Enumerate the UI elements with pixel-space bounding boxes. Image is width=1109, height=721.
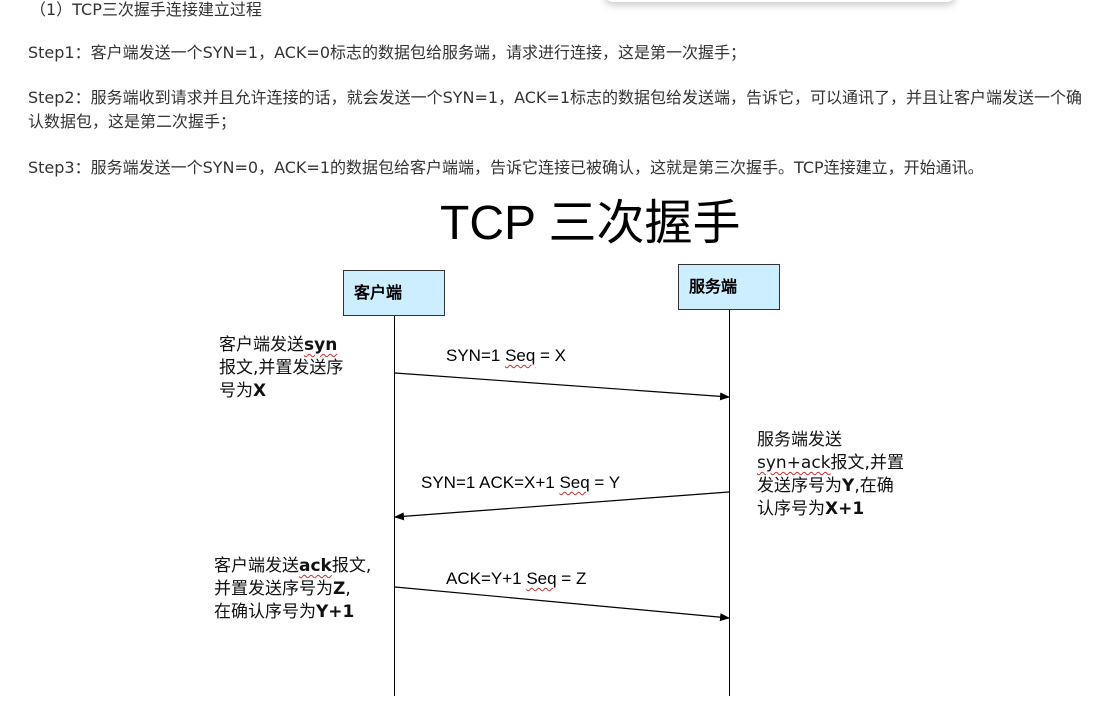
client-syn-note: 客户端发送syn 报文,并置发送序 号为X [219,335,344,401]
step2-paragraph: Step2：服务端收到请求并且允许连接的话，就会发送一个SYN=1，ACK=1标… [28,88,1083,131]
server-syn-ack-note: 服务端发送 syn+ack报文,并置 发送序号为Y,在确 认序号为X+1 [757,430,904,519]
tcp-handshake-diagram: TCP 三次握手 客户端 服务端 客户端发送syn 报文,并置发送序 号为X 服… [0,190,1109,721]
message-arrows [394,372,730,622]
client-lifeline [394,316,395,696]
step3-paragraph: Step3：服务端发送一个SYN=0，ACK=1的数据包给客户端端，告诉它连接已… [28,158,984,177]
step1-paragraph: Step1：客户端发送一个SYN=1，ACK=0标志的数据包给服务端，请求进行连… [28,43,747,62]
arrow-syn [394,372,730,401]
server-node: 服务端 [678,264,780,310]
popup-shadow [605,0,955,2]
client-node: 客户端 [343,270,445,316]
msg-ack-label: ACK=Y+1 Seq = Z [446,569,587,588]
arrow-ack [394,586,730,622]
diagram-title: TCP 三次握手 [440,197,741,250]
client-ack-note: 客户端发送ack报文, 并置发送序号为Z, 在确认序号为Y+1 [214,556,372,622]
server-lifeline [729,310,730,696]
msg-syn-label: SYN=1 Seq = X [446,346,567,365]
arrow-syn-ack [394,491,730,521]
section-heading: （1）TCP三次握手连接建立过程 [30,0,262,19]
msg-syn-ack-label: SYN=1 ACK=X+1 Seq = Y [421,473,621,492]
